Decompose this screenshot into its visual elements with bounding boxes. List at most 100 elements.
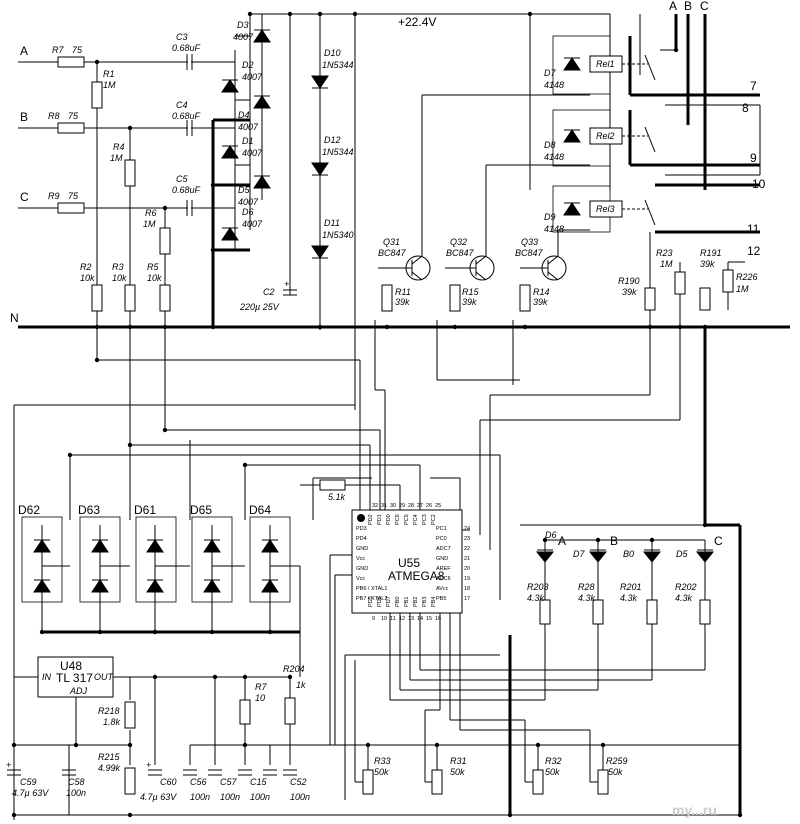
out-label-b: B <box>684 0 692 13</box>
c58-value: 100n <box>66 788 86 798</box>
junction-dot <box>595 537 601 543</box>
junction-dots <box>11 11 743 818</box>
resistor-r7 <box>57 56 85 68</box>
mcu-pin-right: AREF <box>436 566 451 572</box>
r7b-name: R7 <box>255 682 267 692</box>
mcu-pin-num-top: 26 <box>426 503 432 509</box>
d12-value: 1N5344 <box>322 147 354 157</box>
r3-value: 10k <box>112 273 127 283</box>
junction-dot <box>737 812 743 818</box>
mcu-pin-bottom: PB1 <box>404 597 410 607</box>
mcu-pin-num-right: 17 <box>464 596 470 602</box>
c57-name: C57 <box>220 777 238 787</box>
c5-name: C5 <box>176 174 188 184</box>
resistor-r6 <box>159 227 171 255</box>
r259-value: 50k <box>608 767 623 777</box>
r15-value: 39k <box>462 297 477 307</box>
led-d5-label: C <box>714 534 723 548</box>
c52-name: C52 <box>290 777 307 787</box>
net-label-a: A <box>20 44 28 58</box>
mcu-pin-top: PC2 <box>431 514 437 525</box>
transistor-q31 <box>378 255 431 281</box>
mcu-pin-num-top: 28 <box>408 503 414 509</box>
r15-name: R15 <box>462 287 480 297</box>
bottom-capacitors <box>7 745 297 815</box>
r11-name: R11 <box>395 287 411 297</box>
junction-dot <box>39 629 45 635</box>
resistor-r2 <box>91 284 103 312</box>
c59-value: 4.7µ 63V <box>12 788 49 798</box>
resistor-r5 <box>159 284 171 312</box>
r1-name: R1 <box>103 69 115 79</box>
net-label-n: N <box>10 311 19 325</box>
supply-rail <box>249 13 611 410</box>
resistor-r51 <box>319 479 346 491</box>
mcu-pin-num-right: 20 <box>464 566 470 572</box>
r7-name: R7 <box>52 45 64 55</box>
junction-dot <box>210 247 216 253</box>
junction-dot <box>287 11 293 17</box>
mcu-pin-top: PD1 <box>377 514 383 525</box>
junction-dot <box>212 674 218 680</box>
d62-label: D62 <box>18 503 40 517</box>
c58-name: C58 <box>68 777 85 787</box>
resistor-r226 <box>722 269 734 293</box>
r226-value: 1M <box>736 284 749 294</box>
capacitor-c4 <box>186 120 193 136</box>
resistor-r215 <box>124 767 136 795</box>
mcu-pin-num-top: 30 <box>390 503 396 509</box>
junction-dot <box>527 11 533 17</box>
junction-dot <box>162 205 168 211</box>
r1-value: 1M <box>103 80 116 90</box>
mcu-pin-num-bottom: 11 <box>390 616 396 622</box>
junction-dot <box>365 742 371 748</box>
d10-value: 1N5344 <box>322 60 354 70</box>
junction-dot <box>11 812 17 818</box>
regulator-part: TL 317 <box>56 671 93 685</box>
r218-value: 1.8k <box>103 717 121 727</box>
junction-dot <box>649 537 655 543</box>
regulator-in: IN <box>42 672 52 682</box>
r2-value: 10k <box>80 273 95 283</box>
r203-name: R203 <box>527 582 549 592</box>
d6-name: D6 <box>242 207 254 217</box>
mcu-pin-left: Vcc <box>356 556 365 562</box>
r204-name: R204 <box>283 664 305 674</box>
mcu-pin-left: GND <box>356 546 368 552</box>
mcu-pin-num-right: 19 <box>464 576 470 582</box>
junction-dot <box>677 324 683 330</box>
r7-value: 75 <box>72 45 83 55</box>
resistor-r28 <box>592 599 604 625</box>
junction-dot <box>73 742 79 748</box>
resistor-r203 <box>539 599 551 625</box>
terminal-8: 8 <box>742 101 749 115</box>
r190-name: R190 <box>618 276 640 286</box>
d9-name: D9 <box>544 212 556 222</box>
mcu-part: ATMEGA8 <box>388 569 445 583</box>
led-d7-label: B <box>610 534 618 548</box>
junction-dot <box>542 537 548 543</box>
watermark: my...ru <box>672 802 717 818</box>
d61-label: D61 <box>134 503 156 517</box>
mcu-pin-num-right: 18 <box>464 586 470 592</box>
mcu-pin-bottom: PB2 <box>413 597 419 607</box>
junction-dot <box>94 324 100 330</box>
mcu-pin-right: ADC6 <box>436 576 451 582</box>
resistor-r15 <box>449 284 461 312</box>
c15-name: C15 <box>250 777 268 787</box>
relay-section <box>552 35 656 233</box>
r215-name: R215 <box>98 752 121 762</box>
junction-dot <box>452 324 458 330</box>
mcu-pin-right: ADC7 <box>436 546 451 552</box>
r32-name: R32 <box>545 756 562 766</box>
junction-dot <box>210 324 216 330</box>
junction-dot <box>702 522 708 528</box>
regulator-name: U48 <box>60 659 82 673</box>
neutral-bus <box>18 118 790 815</box>
zener-stack <box>311 75 329 259</box>
r5-value: 10k <box>147 273 162 283</box>
d10-name: D10 <box>324 48 341 58</box>
junction-dot <box>127 324 133 330</box>
mcu-pin-bottom: PD5 <box>368 596 374 607</box>
trimmer-r31 <box>431 769 443 795</box>
